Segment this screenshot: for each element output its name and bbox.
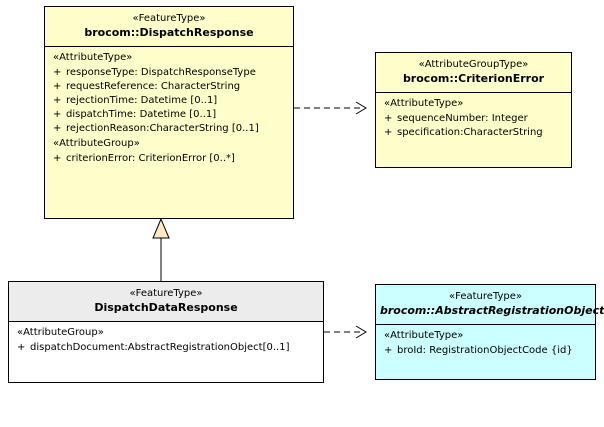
class-box-criterion-error[interactable]: «AttributeGroupType» brocom::CriterionEr… <box>375 52 572 168</box>
attribute-visibility: + <box>53 95 62 106</box>
section-label: «AttributeType» <box>384 98 464 109</box>
attribute-visibility: + <box>384 113 393 124</box>
attribute-row: + criterionError: CriterionError [0..*] <box>45 152 293 166</box>
attribute-row: + dispatchDocument:AbstractRegistrationO… <box>9 341 323 355</box>
attribute-visibility: + <box>53 67 62 78</box>
attribute-visibility: + <box>384 345 393 356</box>
attribute-row: + requestReference: CharacterString <box>45 80 293 94</box>
attribute-text: responseType: DispatchResponseType <box>66 67 256 78</box>
attribute-text: broId: RegistrationObjectCode {id} <box>397 345 573 356</box>
attribute-visibility: + <box>53 153 62 164</box>
class-box-dispatch-response[interactable]: «FeatureType» brocom::DispatchResponse «… <box>44 6 294 219</box>
section-label: «AttributeType» <box>53 52 133 63</box>
class-name: brocom::DispatchResponse <box>84 26 254 39</box>
class-header-dispatch-response: «FeatureType» brocom::DispatchResponse <box>45 7 293 47</box>
attribute-row: + responseType: DispatchResponseType <box>45 66 293 80</box>
class-name: DispatchDataResponse <box>94 301 238 314</box>
class-section-attributetype: «AttributeType» + sequenceNumber: Intege… <box>376 93 571 144</box>
class-section-attributetype: «AttributeType» + responseType: Dispatch… <box>45 47 293 170</box>
attribute-text: sequenceNumber: Integer <box>397 113 528 124</box>
class-section-attributetype: «AttributeType» + broId: RegistrationObj… <box>376 325 595 362</box>
attribute-text: rejectionReason:CharacterString [0..1] <box>66 123 259 134</box>
attribute-text: dispatchDocument:AbstractRegistrationObj… <box>30 342 290 353</box>
attribute-visibility: + <box>17 342 26 353</box>
attribute-text: rejectionTime: Datetime [0..1] <box>66 95 218 106</box>
generalization-dispatchdataresponse-to-dispatchresponse <box>152 217 170 282</box>
attribute-text: dispatchTime: Datetime [0..1] <box>66 109 217 120</box>
dependency-dispatchdataresponse-to-abstractregistrationobject <box>324 325 367 339</box>
class-section-attributegroup: «AttributeGroup» + dispatchDocument:Abst… <box>9 322 323 359</box>
dependency-dispatchresponse-to-criterionerror <box>294 101 367 115</box>
class-name: brocom::CriterionError <box>402 72 545 85</box>
section-label: «AttributeGroup» <box>17 327 104 338</box>
attribute-visibility: + <box>53 81 62 92</box>
class-stereotype: «AttributeGroupType» <box>418 59 529 70</box>
class-header-abstract-registration-object: «FeatureType» brocom::AbstractRegistrati… <box>376 285 604 325</box>
class-box-dispatch-data-response[interactable]: «FeatureType» DispatchDataResponse «Attr… <box>8 281 324 383</box>
section-label: «AttributeType» <box>384 330 464 341</box>
class-name: brocom::AbstractRegistrationObject <box>380 304 604 317</box>
attribute-text: criterionError: CriterionError [0..*] <box>66 153 235 164</box>
attribute-row: + broId: RegistrationObjectCode {id} <box>376 344 595 358</box>
class-box-abstract-registration-object[interactable]: «FeatureType» brocom::AbstractRegistrati… <box>375 284 604 380</box>
class-header-criterion-error: «AttributeGroupType» brocom::CriterionEr… <box>376 53 571 93</box>
attribute-row: + sequenceNumber: Integer <box>376 112 571 126</box>
class-header-dispatch-data-response: «FeatureType» DispatchDataResponse <box>9 282 323 322</box>
attribute-visibility: + <box>53 109 62 120</box>
attribute-row: + rejectionReason:CharacterString [0..1] <box>45 122 293 136</box>
class-stereotype: «FeatureType» <box>449 291 522 302</box>
attribute-row: + specification:CharacterString <box>376 126 571 140</box>
class-stereotype: «FeatureType» <box>132 13 206 24</box>
attribute-row: + dispatchTime: Datetime [0..1] <box>45 108 293 122</box>
attribute-visibility: + <box>53 123 62 134</box>
attribute-text: requestReference: CharacterString <box>66 81 241 92</box>
attribute-row: + rejectionTime: Datetime [0..1] <box>45 94 293 108</box>
attribute-visibility: + <box>384 127 393 138</box>
section-label: «AttributeGroup» <box>53 138 140 149</box>
class-stereotype: «FeatureType» <box>129 288 203 299</box>
attribute-text: specification:CharacterString <box>397 127 543 138</box>
